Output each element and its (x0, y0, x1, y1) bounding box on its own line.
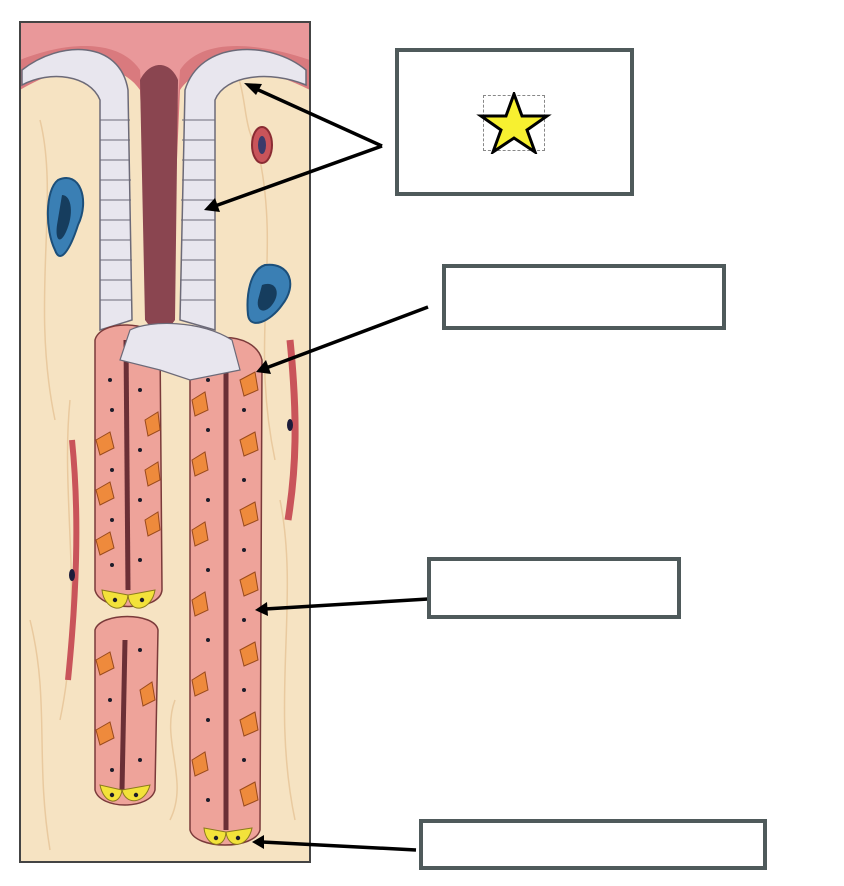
illustration-frame (19, 21, 311, 863)
arrow-surface-mid (214, 144, 383, 208)
label-box-2[interactable] (442, 264, 726, 330)
arrow-surface-top (253, 86, 383, 148)
arrow-heads (204, 83, 271, 849)
arrow-parietal (264, 597, 429, 611)
pointer-arrows (214, 86, 429, 852)
label-box-4[interactable] (419, 819, 767, 870)
arrow-neck (265, 305, 429, 370)
star-icon[interactable] (475, 92, 553, 154)
histology-illustration (20, 22, 310, 862)
label-box-3[interactable] (427, 557, 681, 619)
arrow-base (261, 840, 417, 852)
